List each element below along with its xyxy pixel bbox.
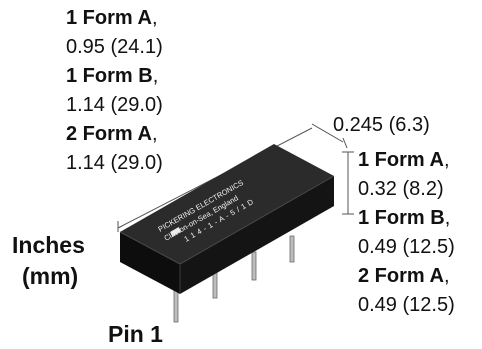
comma: , [151,7,158,29]
relay-orientation-mark [170,227,182,237]
length-form-a-name: 1 Form A [66,7,152,29]
height-form-b-value: 0.49 (12.5) [358,236,455,258]
relay-side-face [180,176,334,294]
length-form-b-label: 1 Form B, [66,65,158,88]
length-form-a-value: 0.95 (24.1) [66,36,163,58]
relay-front-face [120,232,180,294]
height-form-a-name: 1 Form A [358,149,444,171]
units-mm: (mm) [22,263,79,289]
length-form-b-value: 1.14 (29.0) [66,94,163,116]
length-form-b-name: 1 Form B [66,65,153,87]
comma: , [443,149,450,171]
height-2form-a-name: 2 Form A [358,265,444,287]
height-form-a-label: 1 Form A, [358,149,450,172]
pin-1 [173,287,179,323]
pin-4 [289,235,295,263]
height-2form-a-value: 0.49 (12.5) [358,294,455,316]
width-dimension-line [311,123,344,143]
comma: , [444,207,451,229]
height-form-b-label: 1 Form B, [358,207,450,230]
height-2form-a-label: 2 Form A, [358,265,450,288]
width-extension-right [342,137,348,149]
length-2form-a-value: 1.14 (29.0) [66,152,163,174]
width-value: 0.245 (6.3) [333,114,430,136]
length-form-a-label: 1 Form A, [66,7,158,30]
length-2form-a-label: 2 Form A, [66,123,158,146]
relay-body [119,144,335,294]
length-2form-a-name: 2 Form A [66,123,152,145]
comma: , [151,123,158,145]
pin-1-label: Pin 1 [108,321,163,347]
comma: , [152,65,159,87]
height-form-a-value: 0.32 (8.2) [358,178,444,200]
height-form-b-name: 1 Form B [358,207,445,229]
comma: , [443,265,450,287]
units-inches: Inches [12,232,85,258]
pin-3 [251,251,257,281]
